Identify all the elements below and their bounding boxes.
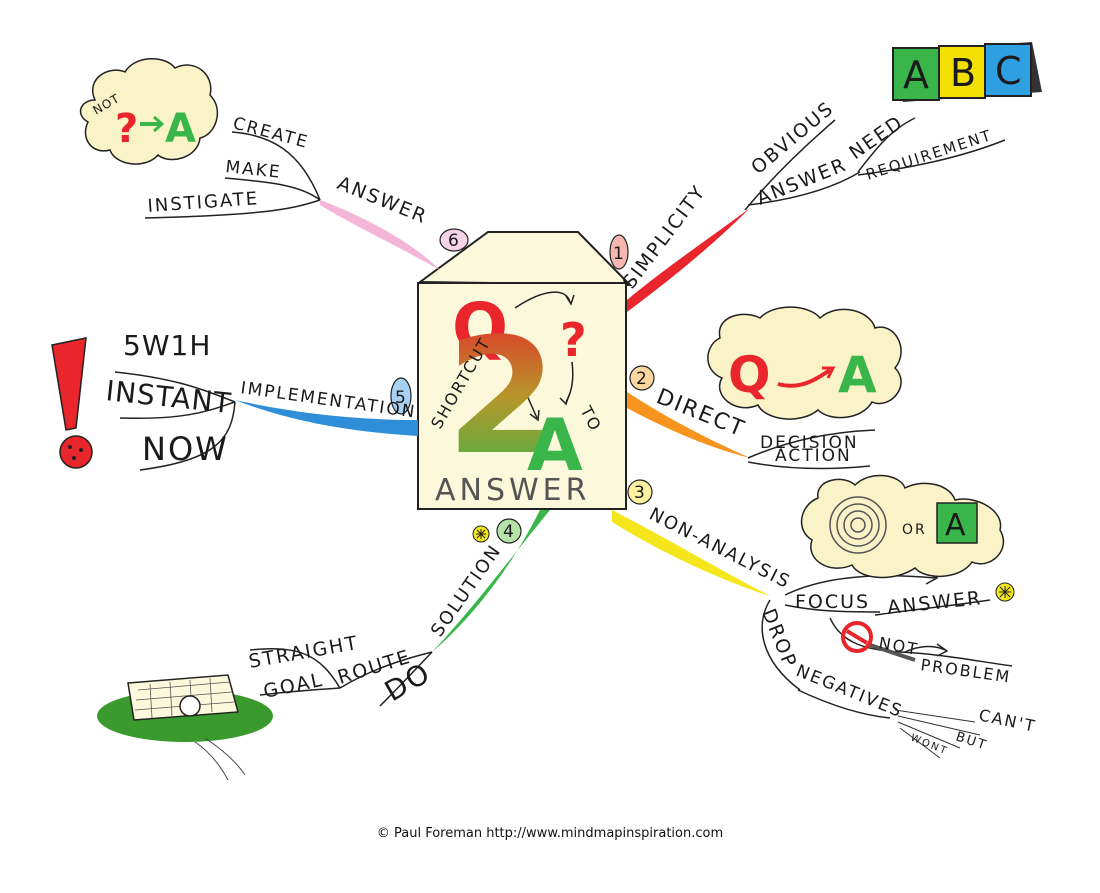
branch-line-6 <box>320 200 440 270</box>
branch-number-3-badge <box>627 479 653 505</box>
not-q-to-a-cloud-image: NOT ? A <box>79 57 219 165</box>
football-goal-image <box>97 674 273 781</box>
branch-number-4: 4 <box>503 522 514 542</box>
word-instant: INSTANT <box>104 374 233 420</box>
center-answer: ANSWER <box>435 473 590 508</box>
word-instigate: INSTIGATE <box>147 188 260 217</box>
q-to-a-cloud-image: Q A <box>707 306 902 420</box>
cloud-a: A <box>838 346 877 404</box>
ball-icon <box>179 695 201 717</box>
branch-number-3: 3 <box>634 483 645 503</box>
word-problem: PROBLEM <box>919 655 1012 687</box>
branch-number-2-badge <box>629 365 655 391</box>
center-two: 2 <box>446 303 557 490</box>
word-negatives: NEGATIVES <box>793 661 906 722</box>
word-create: CREATE <box>231 114 311 153</box>
center-question-mark: ? <box>560 313 587 367</box>
center-q: Q <box>452 289 508 366</box>
cloud-q: Q <box>728 346 771 404</box>
center-a: A <box>527 403 583 487</box>
spiral-or-a-cloud-image: OR A <box>800 474 1005 579</box>
branch-number-6-badge <box>439 228 469 252</box>
central-image: Q 2 ? A SHORTCUT TO ANSWER <box>417 231 633 510</box>
credit-text: © Paul Foreman http://www.mindmapinspira… <box>376 826 724 841</box>
branch-implementation: 5 IMPLEMENTATION 5W1H INSTANT NOW <box>51 329 418 471</box>
word-wont: WONT <box>909 733 950 758</box>
branch-number-1-badge <box>609 234 629 270</box>
word-now: NOW <box>142 430 229 468</box>
branch-line-1 <box>627 208 750 312</box>
branch-direct: 2 DIRECT DECISION ACTION Q A <box>627 306 902 470</box>
branch-number-6: 6 <box>448 231 459 251</box>
envelope-box <box>417 282 627 510</box>
word-but: BUT <box>954 730 989 754</box>
branch-number-2: 2 <box>636 369 647 389</box>
abc-letter-b: B <box>950 51 976 95</box>
word-5w1h: 5W1H <box>123 329 211 362</box>
branch-non-analysis: 3 NON-ANALYSIS FOCUS ANSWER NOT PROBLEM … <box>612 474 1038 759</box>
word-not-3: NOT <box>877 633 920 659</box>
branch-answer: 6 ANSWER CREATE MAKE INSTIGATE NOT ? A <box>79 57 469 270</box>
branch-number-1: 1 <box>613 244 624 264</box>
branch-number-5: 5 <box>395 388 406 408</box>
cloud-question: ? <box>115 106 138 152</box>
branch-line-3 <box>612 510 770 596</box>
branch-number-5-badge <box>390 377 412 415</box>
cloud-or: OR <box>902 522 927 538</box>
abc-blocks-image: A B C <box>892 42 1042 102</box>
no-entry-icon <box>841 621 873 653</box>
exclamation-icon <box>51 337 93 469</box>
abc-letter-a: A <box>903 53 929 97</box>
branch-simplicity: 1 SIMPLICITY OBVIOUS ANSWER NEED REQUIRE… <box>609 42 1042 312</box>
word-goal: GOAL <box>261 669 325 703</box>
branch-number-4-badge <box>496 518 522 544</box>
branch-solution: 4 SOLUTION DO ROUTE GOAL STRAIGHT <box>97 510 550 781</box>
arrow-to-a <box>497 329 538 419</box>
spiral-icon <box>829 496 887 554</box>
word-focus: FOCUS <box>795 591 870 613</box>
branch-label-solution: SOLUTION <box>427 540 506 640</box>
cloud-a-6: A <box>165 106 196 152</box>
cloud-a-3: A <box>945 508 966 543</box>
word-decision: DECISION <box>760 433 859 453</box>
word-answer-3: ANSWER <box>886 587 983 619</box>
branch-line-5 <box>235 400 418 436</box>
word-cant: CAN'T <box>977 705 1038 736</box>
branch-line-4 <box>432 510 550 652</box>
word-action: ACTION <box>775 446 852 466</box>
abc-letter-c: C <box>995 49 1022 93</box>
